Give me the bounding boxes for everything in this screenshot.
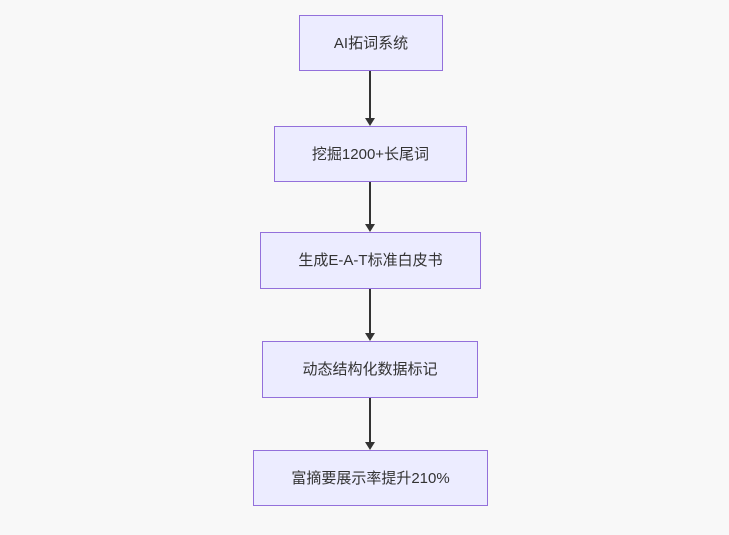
edge-line (369, 289, 371, 334)
edge-line (369, 182, 371, 225)
arrow-down-icon (365, 442, 375, 450)
flow-edge (364, 71, 376, 126)
flow-node-ai-keyword-system: AI拓词系统 (299, 15, 443, 71)
node-label: 富摘要展示率提升210% (291, 469, 450, 487)
node-label: 动态结构化数据标记 (302, 361, 438, 378)
flow-edge (364, 398, 376, 450)
node-label: AI拓词系统 (333, 34, 409, 52)
arrow-down-icon (365, 333, 375, 341)
edge-line (369, 398, 371, 443)
flow-node-rich-snippet-result: 富摘要展示率提升210% (253, 450, 488, 506)
flow-node-structured-data-markup: 动态结构化数据标记 (262, 341, 478, 398)
edge-line (369, 71, 371, 119)
flow-node-longtail-mining: 挖掘1200+长尾词 (274, 126, 467, 182)
arrow-down-icon (365, 224, 375, 232)
flow-edge (364, 182, 376, 232)
arrow-down-icon (365, 118, 375, 126)
node-label: 挖掘1200+长尾词 (311, 145, 430, 163)
flow-edge (364, 289, 376, 341)
node-label: 生成E-A-T标准白皮书 (298, 252, 443, 269)
flow-node-eat-whitepaper: 生成E-A-T标准白皮书 (260, 232, 481, 289)
